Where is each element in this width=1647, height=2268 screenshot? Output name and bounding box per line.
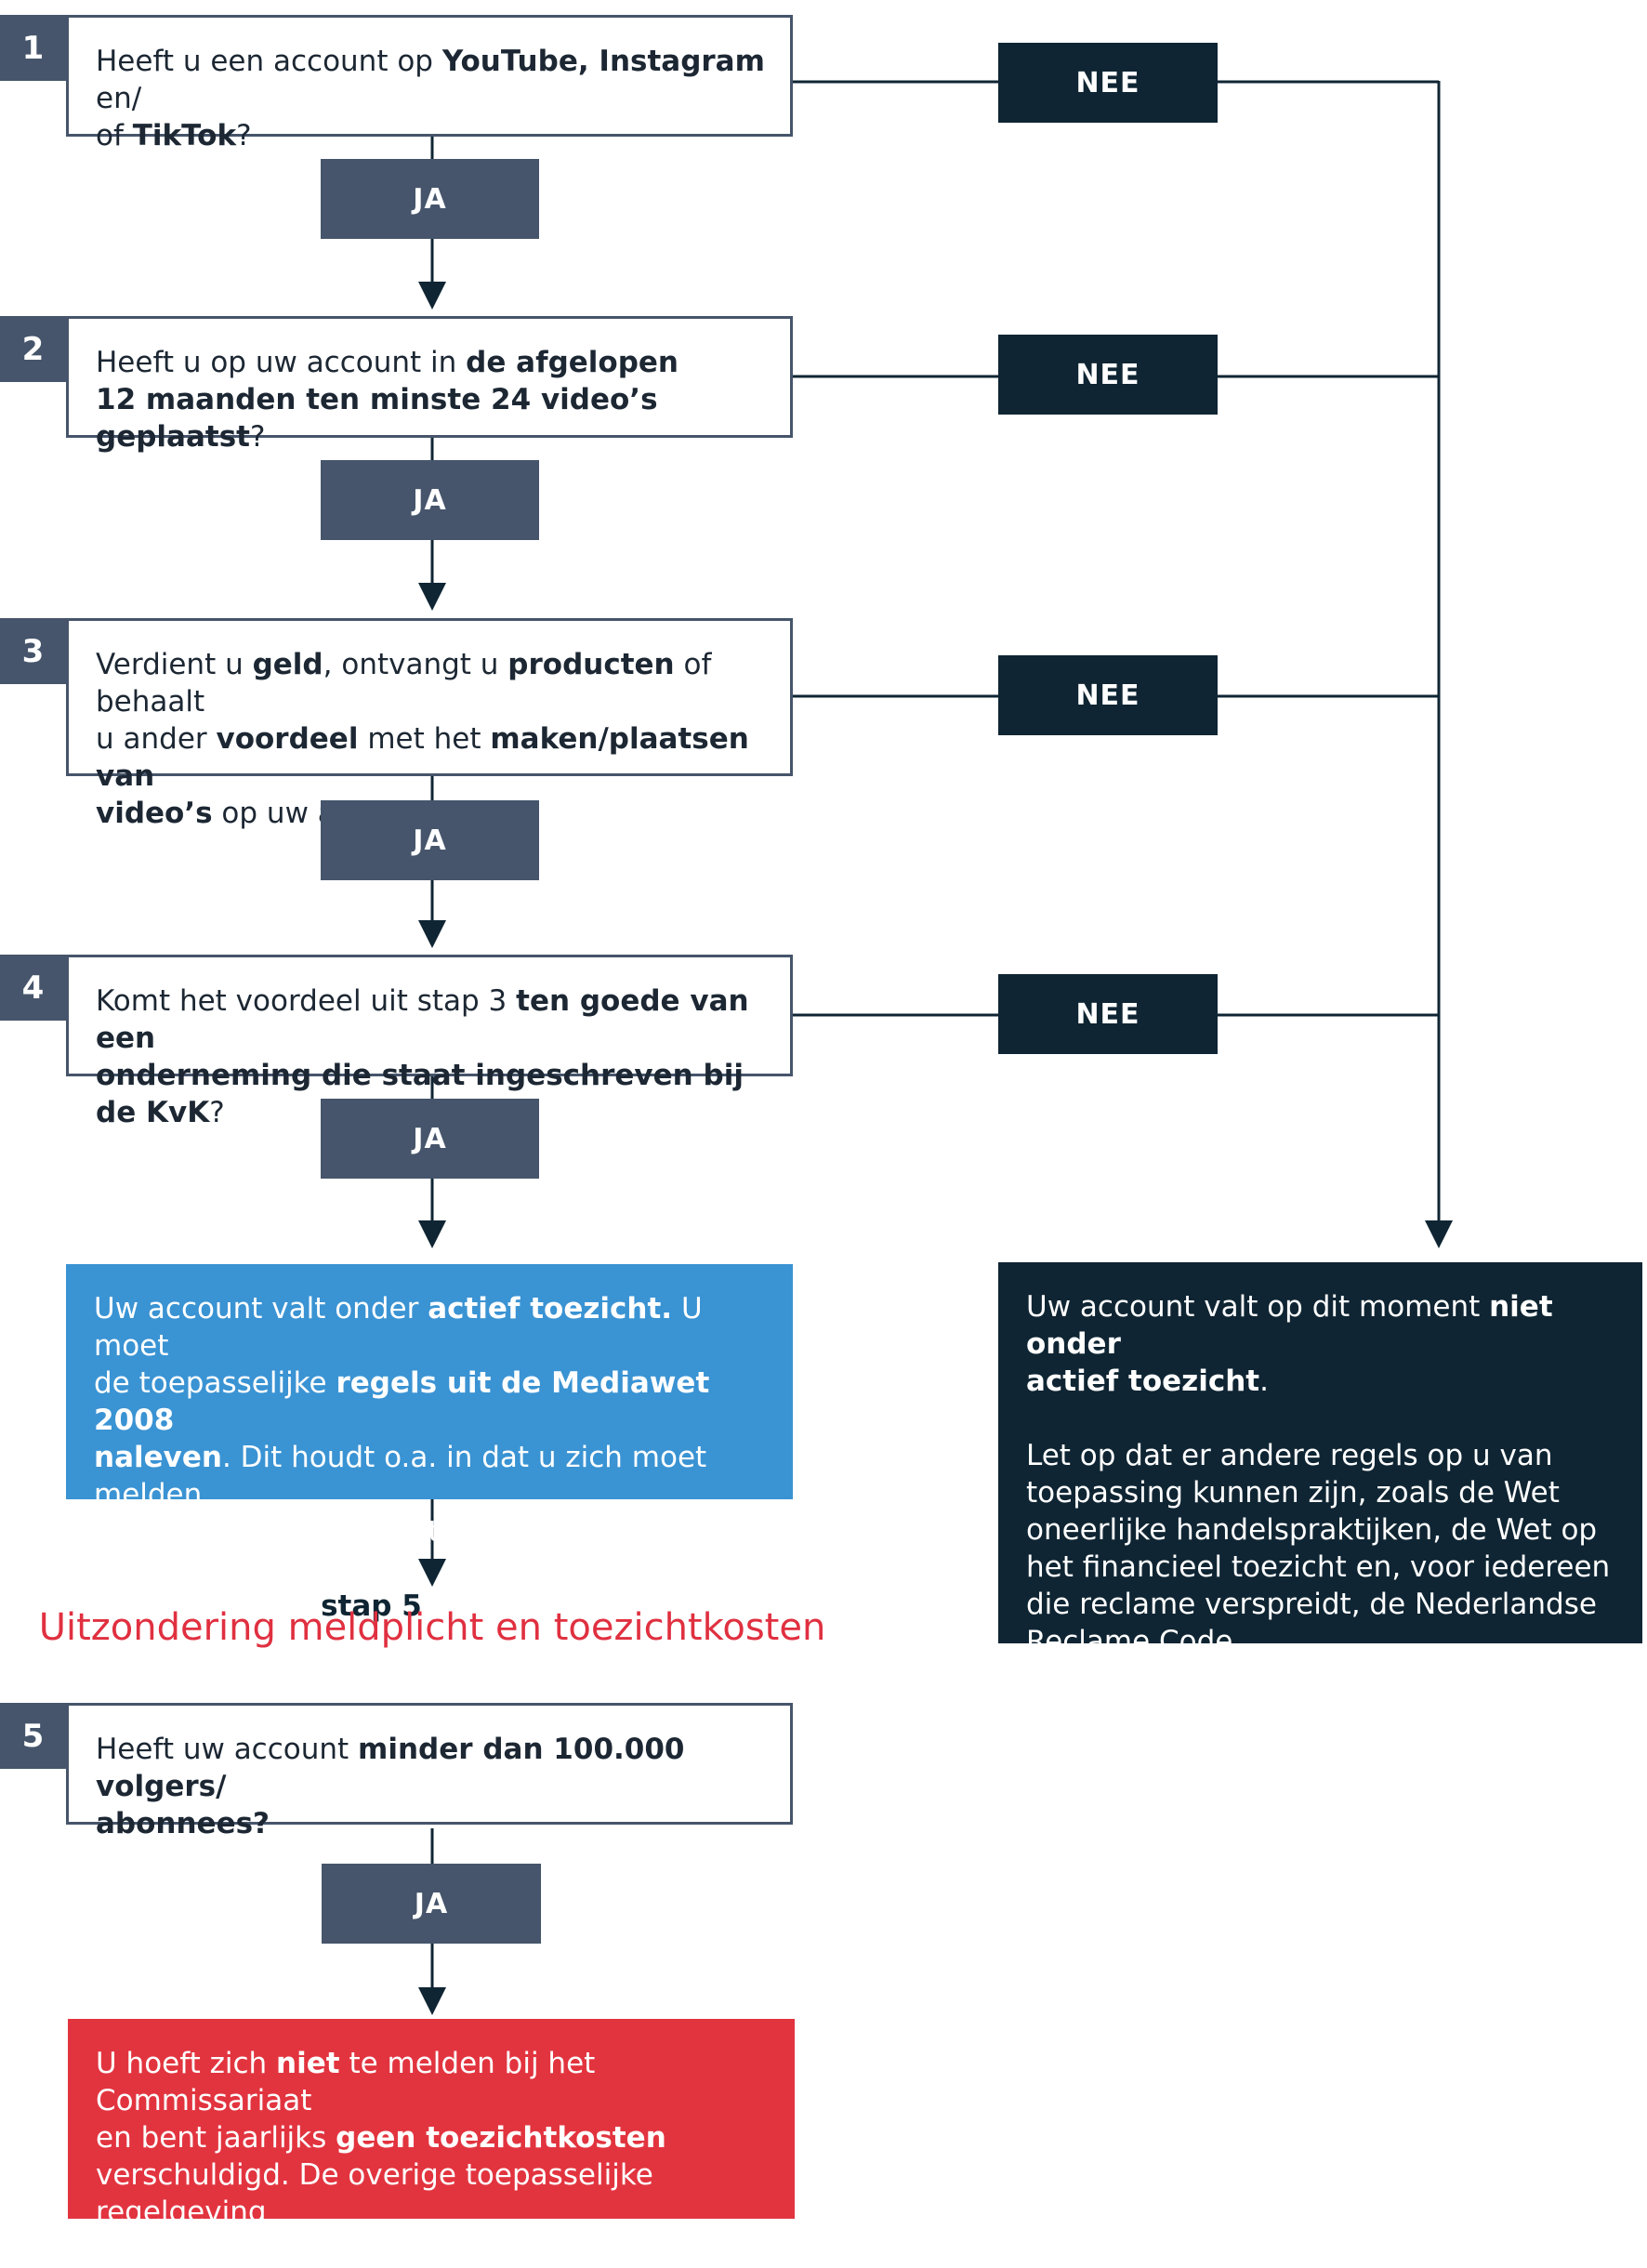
- no-label-3: NEE: [998, 655, 1218, 735]
- emphasis: de afgelopen: [466, 346, 679, 379]
- emphasis: TikTok: [132, 119, 237, 152]
- question-box-1: Heeft u een account op YouTube, Instagra…: [66, 15, 793, 152]
- emphasis: regels uit de Mediawet 2008: [94, 1366, 710, 1437]
- emphasis: abonnees?: [96, 1807, 270, 1840]
- yes-label-3: JA: [321, 800, 539, 880]
- question-box-3: Verdient u geld, ontvangt u producten of…: [66, 618, 793, 830]
- section-heading: Uitzondering meldplicht en toezichtkoste…: [38, 1606, 826, 1649]
- emphasis: geld: [252, 648, 323, 681]
- result-not-active-text-1: Uw account valt op dit moment niet onder…: [1026, 1290, 1553, 1398]
- yes-label-2: JA: [321, 460, 539, 540]
- emphasis: onderneming die staat ingeschreven bij d…: [96, 1059, 744, 1129]
- emphasis: YouTube, Instagram: [441, 45, 765, 78]
- emphasis: video’s: [96, 797, 213, 830]
- question-text-4: Komt het voordeel uit stap 3 ten goede v…: [96, 984, 749, 1129]
- result-active-text: Uw account valt onder actief toezicht. U…: [94, 1292, 743, 1623]
- emphasis: geen toezichtkosten: [336, 2121, 666, 2155]
- emphasis: producten: [507, 648, 675, 681]
- step-number-1: 1: [0, 15, 66, 81]
- emphasis: voordeel: [216, 722, 359, 756]
- emphasis: minder dan 100.000 volgers/: [96, 1733, 685, 1803]
- question-text-1: Heeft u een account op YouTube, Instagra…: [96, 45, 765, 152]
- emphasis: ten goede van een: [96, 984, 749, 1055]
- emphasis: naleven: [94, 1441, 222, 1474]
- yes-label-5: JA: [322, 1864, 541, 1944]
- yes-label-1: JA: [321, 159, 539, 239]
- result-exemption-text: U hoeft zich niet te melden bij het Comm…: [96, 2047, 713, 2266]
- question-box-4: Komt het voordeel uit stap 3 ten goede v…: [66, 955, 793, 1129]
- no-label-2: NEE: [998, 335, 1218, 415]
- step-number-2: 2: [0, 316, 66, 382]
- step-number-3: 3: [0, 618, 66, 684]
- no-label-4: NEE: [998, 974, 1218, 1054]
- emphasis: actief toezicht.: [428, 1292, 673, 1325]
- emphasis: 12 maanden ten minste 24 video’s geplaat…: [96, 383, 658, 454]
- step-number-4: 4: [0, 955, 66, 1021]
- yes-label-4: JA: [321, 1099, 539, 1179]
- emphasis: niet: [276, 2047, 340, 2080]
- question-text-5: Heeft uw account minder dan 100.000 volg…: [96, 1733, 685, 1840]
- emphasis: stap 5: [321, 1589, 422, 1623]
- result-not-active-supervision: Uw account valt op dit moment niet onder…: [998, 1262, 1642, 1658]
- question-box-5: Heeft uw account minder dan 100.000 volg…: [66, 1703, 793, 1840]
- result-active-supervision: Uw account valt onder actief toezicht. U…: [66, 1264, 793, 1623]
- no-label-1: NEE: [998, 43, 1218, 123]
- emphasis: actief toezicht: [1026, 1365, 1260, 1398]
- emphasis: niet onder: [1026, 1290, 1553, 1361]
- emphasis: maken/plaatsen van: [96, 722, 749, 793]
- result-exemption: U hoeft zich niet te melden bij het Comm…: [68, 2019, 795, 2266]
- step-number-5: 5: [0, 1703, 66, 1769]
- question-text-3: Verdient u geld, ontvangt u producten of…: [96, 648, 749, 830]
